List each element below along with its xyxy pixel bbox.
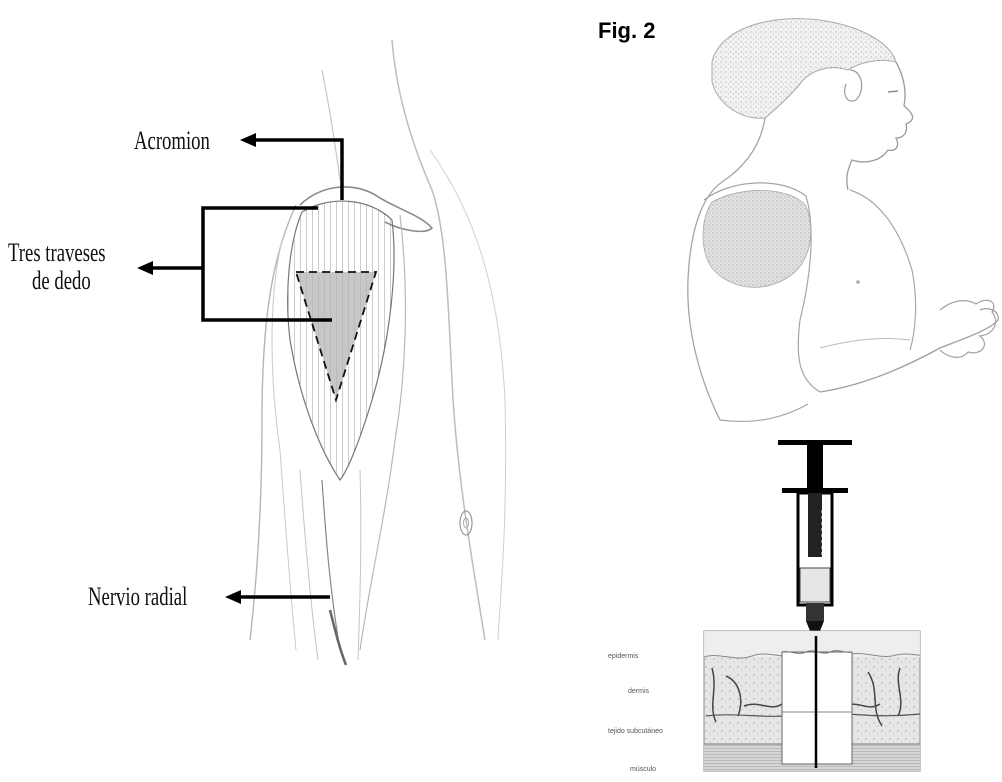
child-figure bbox=[688, 19, 998, 422]
three-fingers-label-line2: de dedo bbox=[32, 266, 91, 296]
syringe bbox=[778, 440, 852, 636]
plunger-inner bbox=[808, 493, 822, 557]
plunger-rod bbox=[807, 445, 823, 495]
plunger-head bbox=[778, 440, 852, 445]
skin-cross-section bbox=[704, 631, 920, 771]
barrel-tip bbox=[806, 603, 824, 621]
skin-layer-label-muscle: músculo bbox=[630, 766, 656, 773]
chest-outline bbox=[430, 150, 506, 640]
radial-nerve-label: Nervio radial bbox=[88, 582, 187, 612]
child-face bbox=[847, 62, 913, 190]
skin-layer-label-dermis: dermis bbox=[628, 688, 649, 695]
child-ear bbox=[845, 70, 862, 101]
child-hair bbox=[712, 19, 896, 119]
three-fingers-label-line1: Tres traveses bbox=[8, 238, 106, 268]
barrel-fluid bbox=[800, 568, 830, 602]
skin-layer-label-epidermis: epidermis bbox=[608, 653, 638, 660]
figure-title: Fig. 2 bbox=[598, 18, 655, 44]
radial-nerve-line bbox=[322, 480, 340, 650]
child-eye bbox=[888, 91, 898, 92]
acromion-arrowhead bbox=[240, 133, 256, 147]
three-fingers-arrowhead bbox=[137, 261, 153, 275]
child-chest bbox=[850, 190, 916, 350]
acromion-label: Acromion bbox=[134, 126, 210, 156]
neck-outline bbox=[322, 70, 340, 180]
skin-layer-label-subcutaneous: tejido subcutáneo bbox=[608, 728, 663, 735]
acromion-pointer-line bbox=[252, 140, 342, 200]
radial-nerve-arrowhead bbox=[225, 590, 241, 604]
child-forearm bbox=[820, 309, 998, 392]
torso-outline bbox=[392, 40, 485, 640]
radial-nerve-end bbox=[330, 610, 346, 665]
child-shoulder-area bbox=[703, 190, 811, 287]
